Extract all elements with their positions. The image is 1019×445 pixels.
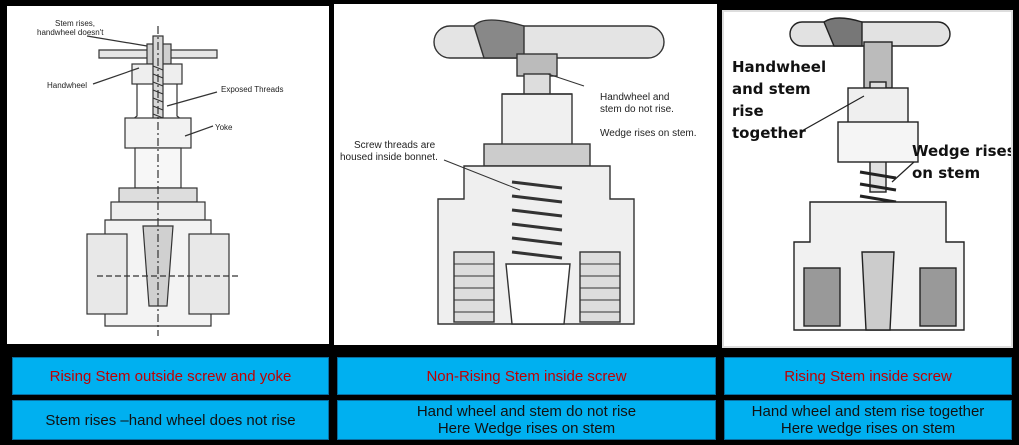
callout-screw-threads-line2: housed inside bonnet. — [340, 152, 438, 163]
callout-wedge-rises: Wedge rises on stem. — [600, 128, 697, 139]
callout-screw-threads-line1: Screw threads are — [354, 140, 436, 151]
callout-handwheel: Handwheel — [47, 81, 87, 90]
valve-diagram-rising-stem-osy: Stem rises, handwheel doesn't Handwheel … — [7, 6, 329, 344]
callout-hw-no-rise-line2: stem do not rise. — [600, 104, 674, 115]
desc-line: Stem rises –hand wheel does not rise — [45, 411, 296, 429]
caption-title-rising-stem-inside: Rising Stem inside screw — [724, 357, 1012, 395]
desc-line: Here wedge rises on stem — [780, 420, 956, 437]
callout-yoke: Yoke — [215, 123, 233, 132]
callout-stem-rises-line2: handwheel doesn't — [37, 28, 104, 37]
valve-diagram-rising-stem-inside-screw: Handwheel and stem rise together Wedge r… — [722, 10, 1013, 348]
desc-line: Here Wedge rises on stem — [437, 420, 616, 437]
caption-desc-non-rising-stem: Hand wheel and stem do not rise Here Wed… — [337, 400, 716, 440]
callout-stem-rises-line1: Stem rises, — [55, 19, 95, 28]
caption-title-rising-stem-osy: Rising Stem outside screw and yoke — [12, 357, 329, 395]
callout-hw-stem-rise-line1: Handwheel — [732, 58, 826, 76]
callout-exposed-threads: Exposed Threads — [221, 85, 284, 94]
callout-wedge-rises-line2: on stem — [912, 164, 980, 182]
valve-diagram-non-rising-stem: Handwheel and stem do not rise. Wedge ri… — [334, 4, 717, 345]
callout-hw-stem-rise-line4: together — [732, 124, 806, 142]
callout-wedge-rises-line1: Wedge rises — [912, 142, 1011, 160]
caption-title-non-rising-stem: Non-Rising Stem inside screw — [337, 357, 716, 395]
callout-hw-no-rise-line1: Handwheel and — [600, 92, 670, 103]
callout-hw-stem-rise-line2: and stem — [732, 80, 811, 98]
desc-line: Hand wheel and stem do not rise — [416, 403, 637, 420]
caption-desc-rising-stem-osy: Stem rises –hand wheel does not rise — [12, 400, 329, 440]
callout-hw-stem-rise-line3: rise — [732, 102, 764, 120]
desc-line: Hand wheel and stem rise together — [751, 403, 985, 420]
caption-desc-rising-stem-inside: Hand wheel and stem rise together Here w… — [724, 400, 1012, 440]
